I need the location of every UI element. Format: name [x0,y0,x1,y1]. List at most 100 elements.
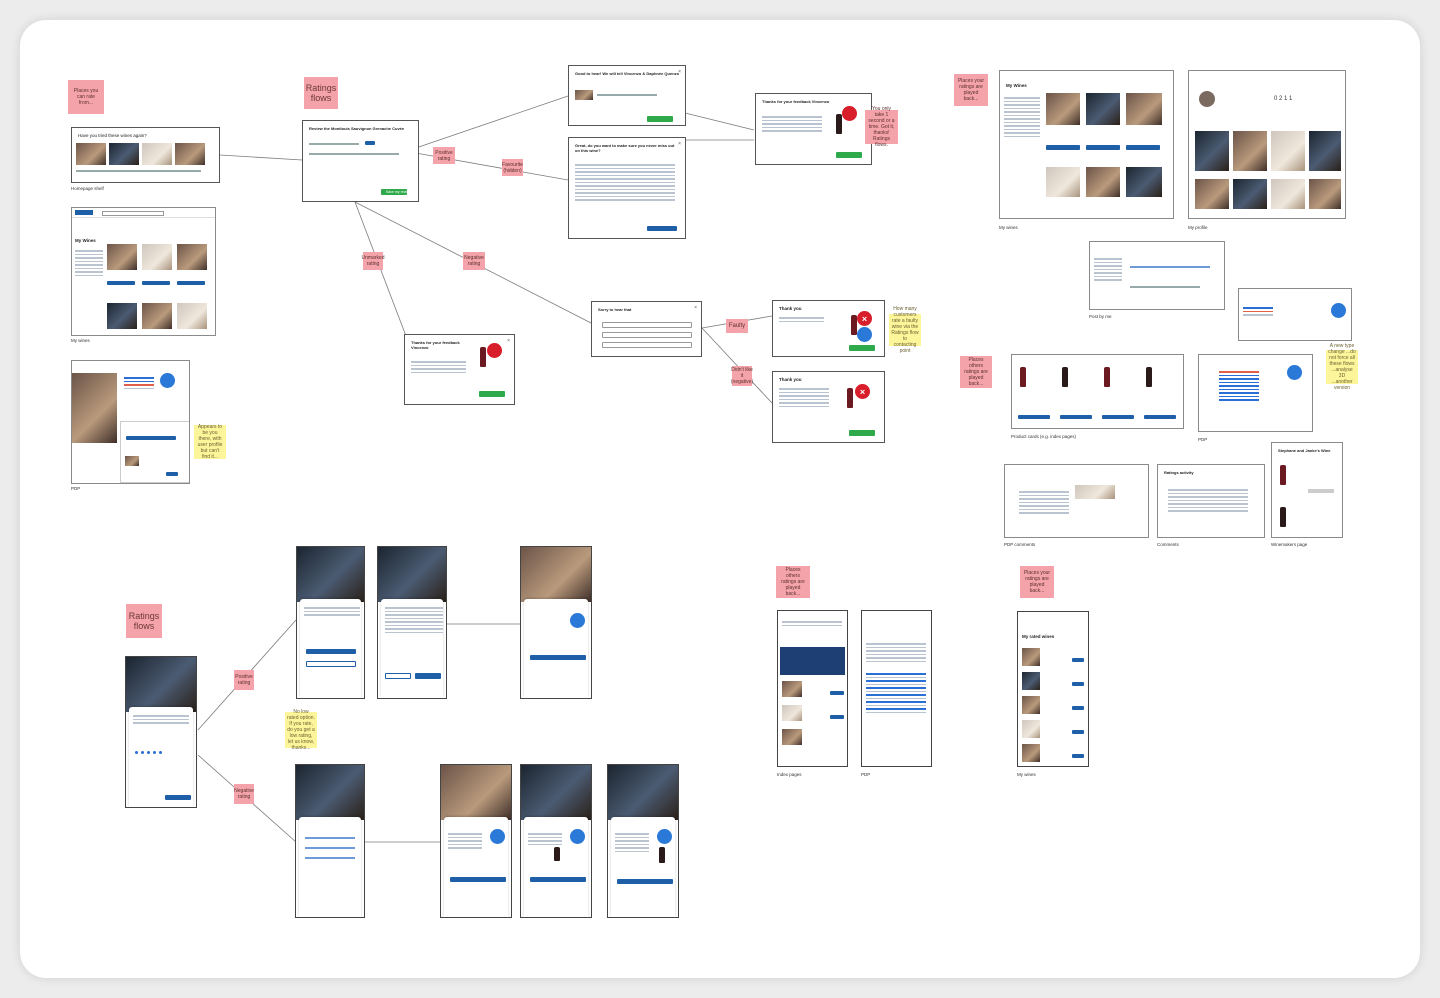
close-icon: × [855,384,870,399]
note-text: Negative rating [234,788,254,800]
sticky-note: Ratings flows [304,77,338,109]
sticky-note: No low rated option. If you rate, do you… [285,709,317,751]
option-line [305,847,355,849]
sticky-note: Appears to be you there, with user profi… [194,424,226,460]
refund-icon [857,327,872,342]
modal-title: Thank you [779,377,802,382]
body-text [304,605,360,618]
heart-icon [141,751,144,754]
done-button [849,345,875,351]
thumb-photo [125,456,139,466]
my-wines-played-frame: My Wines [999,70,1174,219]
thumb-photo [575,90,593,100]
text-line [309,143,359,145]
body-text [779,386,829,409]
rating-widget-frame [1238,288,1352,341]
review-card [120,421,189,483]
heart-icon [135,751,138,754]
rate-modal-frame: Review the Montlouis Sauvignon Grenache … [302,120,419,202]
rating-badge [487,343,502,358]
sticky-note: Ratings flows [126,604,162,638]
modal-title: Thank you [779,306,802,311]
submit-button [165,795,191,800]
thank-you-faulty-frame: Thank you × [772,300,885,357]
add-button [830,715,844,719]
panel-title: Stephane and Janke's Wine [1278,448,1331,453]
note-text: Ratings flows [305,83,337,103]
wine-photo [76,143,106,165]
modal-title: Review the Montlouis Sauvignon Grenache … [309,126,405,131]
wine-photo [177,303,207,329]
phone-pdp [861,610,932,767]
hero-photo [297,547,364,602]
modal-title: Sorry to hear that [598,307,632,312]
modal-title: Thanks for your feedback Vincenzo [411,340,460,350]
option-other [602,342,692,348]
hero-photo [608,765,678,820]
pdp-ratings-frame [1198,354,1313,432]
hero-photo [72,373,117,443]
frame-label: Comments [1157,542,1179,547]
body-text [866,641,926,664]
body-text [385,605,443,635]
hero-photo [296,765,364,820]
wine-photo [107,244,137,270]
post-by-me-frame [1089,241,1225,310]
wine-photo [1233,131,1267,171]
note-text: Positive rating [435,149,453,162]
frame-label: PDP comments [1004,542,1036,547]
thank-you-dislike-frame: Thank you × [772,371,885,443]
frame-label: My wines [71,338,90,343]
wine-photo [1309,179,1341,209]
body-text [411,359,466,375]
modal-sheet [381,599,443,698]
rate-button [126,436,176,440]
wine-photo [1126,93,1162,125]
frame-label: My wines [999,225,1018,230]
wine-photo [109,143,139,165]
wine-bottle [1146,367,1152,387]
wine-photo [1022,672,1040,690]
note-text: A new type change ...do not force all th… [1328,343,1356,391]
wine-photo [1271,131,1305,171]
sticky-note: Unmarked rating [361,252,385,270]
close-icon: × [507,338,510,344]
comments-frame: Ratings activity [1157,464,1265,538]
frame-title: Have you tried these wines again? [78,133,147,138]
heart-icon [153,751,156,754]
option-dislike [602,332,692,338]
frame-label: Post by me [1089,314,1112,319]
heart-icon [159,751,162,754]
confirm-button [647,226,677,231]
wine-photo [1075,485,1115,499]
frame-label: Product cards (e.g. index pages) [1011,434,1077,439]
frame-label: Winemakers page [1271,542,1308,547]
close-icon: × [678,69,681,75]
wine-photo [107,303,137,329]
hero-photo [441,765,511,820]
submit-button [166,472,178,476]
search-input [102,211,164,216]
choice-button [365,141,375,145]
wine-photo [1271,179,1305,209]
phone-negative-4 [607,764,679,918]
wine-photo [1022,648,1040,666]
whiteboard-canvas: Places you can rate from... Have you tri… [20,20,1420,978]
modal-sheet [524,817,588,917]
rating-bars [1243,305,1273,318]
connector [219,154,303,161]
note-text: Didn't like it (negative) [730,367,754,385]
frame-label: PDP [1198,437,1208,442]
wine-photo [177,244,207,270]
hero-photo [521,547,591,602]
secondary-button [385,673,411,679]
body-text [762,114,822,134]
hero-photo [378,547,446,602]
add-button [1060,415,1092,419]
wine-photo [782,729,802,745]
note-text: Favourite (hidden) [502,161,523,174]
ok-button [647,116,673,122]
rating-badge [570,829,585,844]
rating-badge [490,829,505,844]
body-text [133,713,189,726]
